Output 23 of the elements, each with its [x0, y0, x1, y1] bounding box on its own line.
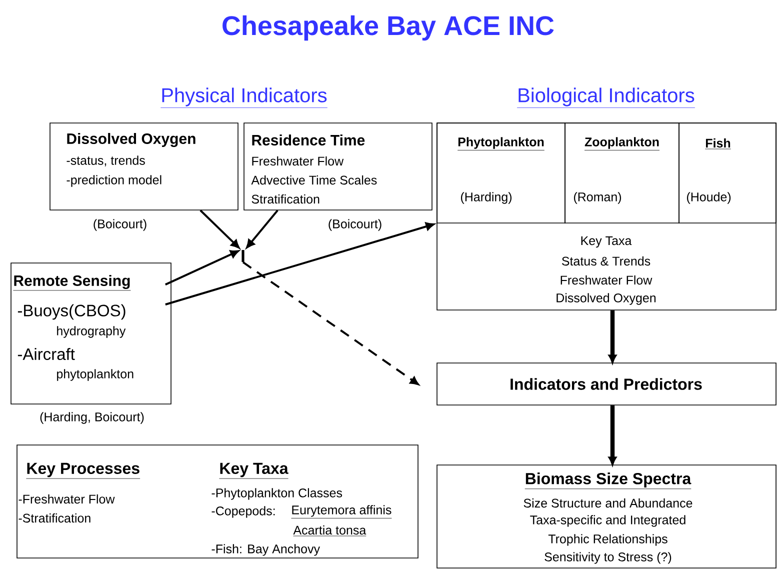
title: Chesapeake Bay ACE INC: [222, 15, 554, 41]
arrow: [608, 405, 616, 465]
table-cell: Zooplankton (Roman): [564, 122, 680, 224]
arrow: [608, 310, 616, 363]
arrow: [242, 261, 419, 386]
junction-bar: [242, 250, 244, 262]
author-note: (Boicourt): [94, 219, 146, 231]
arrow: [200, 210, 240, 248]
note-box: Key Processes -Freshwater Flow -Stratification Key Taxa -Phytoplankton Classes -Copepods: Eurytemora affinis Acartia tonsa -Fish: Bay Anchovy: [16, 444, 418, 558]
arrow: [164, 250, 239, 286]
process-box: Dissolved Oxygen -status, trends -prediction model: [50, 122, 238, 210]
process-box: Biomass Size Spectra Size Structure and Abundance Taxa-specific and Integrated Trophic Relationships Sensitivity to Stress (?): [436, 464, 776, 568]
arrow: [165, 222, 434, 306]
process-box: Indicators and Predictors: [436, 362, 776, 406]
process-box: Residence Time Freshwater Flow Advective Time Scales Stratification: [244, 122, 432, 210]
table-cell: Phytoplankton (Harding): [436, 122, 566, 224]
table-cell: Fish (Houde): [678, 122, 776, 224]
section-heading: Biological Indicators: [516, 88, 696, 108]
author-note: (Boicourt): [328, 219, 382, 231]
section-heading: Physical Indicators: [160, 88, 328, 108]
process-box: Remote Sensing -Buoys(CBOS) hydrography -Aircraft phytoplankton: [10, 262, 172, 404]
arrow: [246, 210, 278, 248]
author-note: (Harding, Boicourt): [40, 412, 144, 424]
